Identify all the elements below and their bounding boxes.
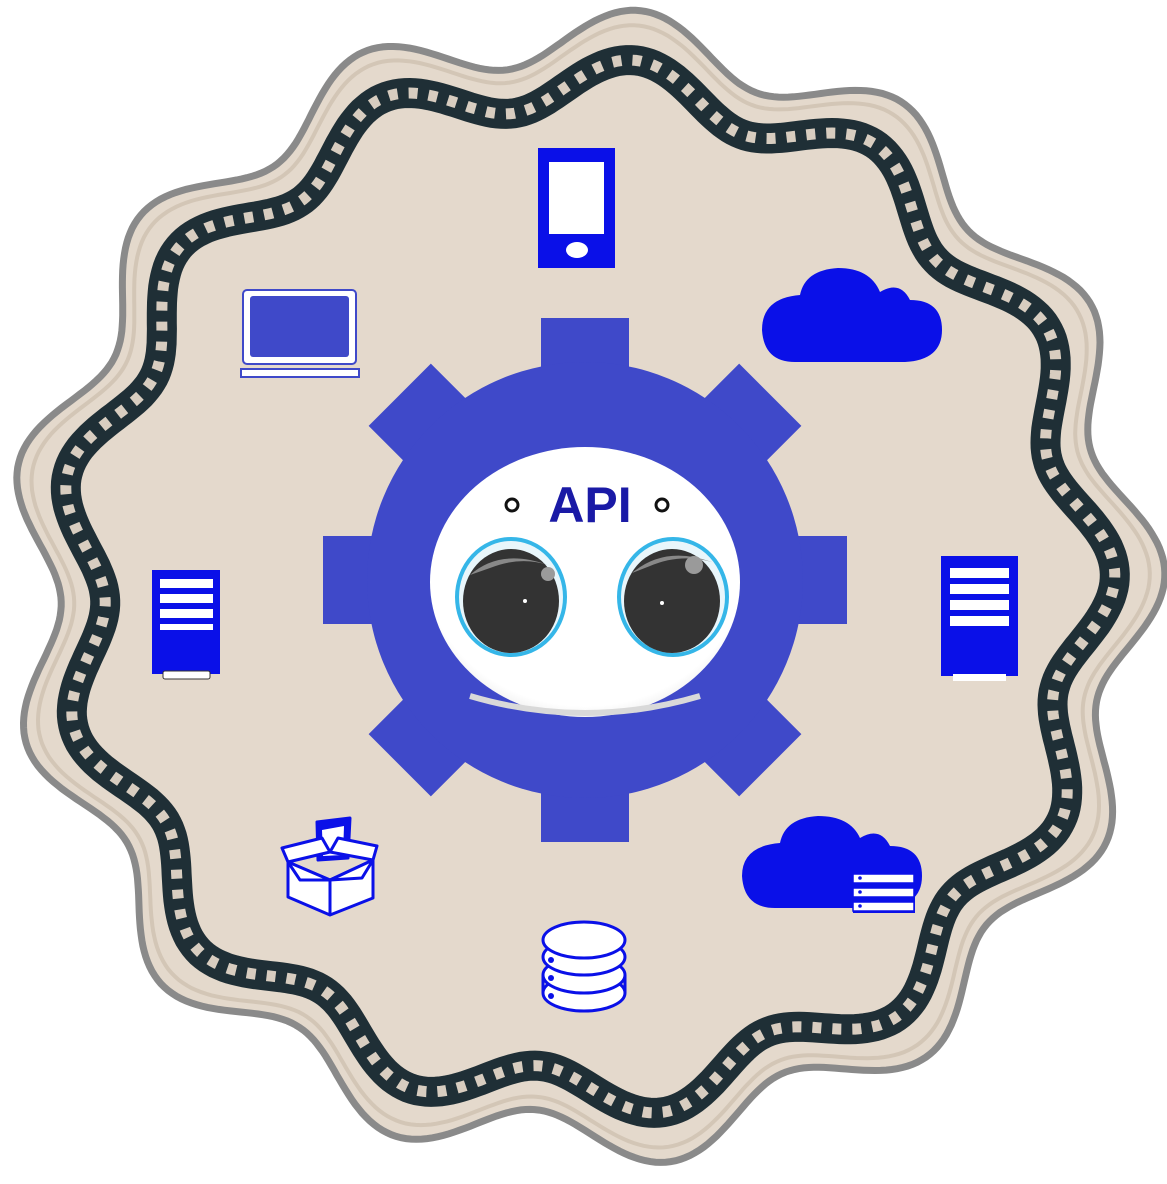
chain-border-links <box>60 54 1121 1119</box>
database-icon <box>541 920 627 1013</box>
cloud-icon <box>762 268 942 362</box>
desktop-tower-icon <box>152 570 220 680</box>
left-eye-icon <box>455 537 567 657</box>
laptop-icon <box>240 289 360 378</box>
server-icon <box>941 556 1018 681</box>
badge-inner-rim <box>29 23 1152 1150</box>
cloud-server-icon <box>742 816 922 913</box>
gear-icon <box>323 318 847 842</box>
api-label: API <box>548 477 631 533</box>
right-eye-icon <box>617 537 729 657</box>
bolt-left-icon <box>504 497 520 513</box>
robot-face-features: API <box>455 477 729 657</box>
mobile-phone-icon <box>538 148 615 268</box>
bolt-right-icon <box>654 497 670 513</box>
package-box-icon <box>280 816 379 917</box>
